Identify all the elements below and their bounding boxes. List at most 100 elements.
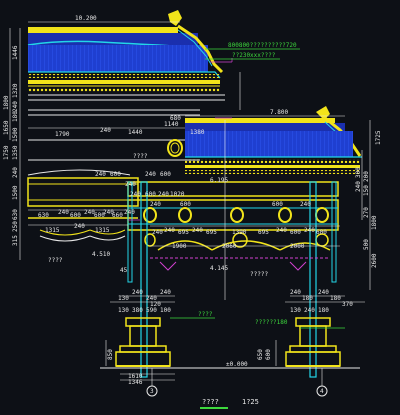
base-note-left: ????: [198, 311, 213, 318]
row-e-1: 240: [164, 227, 175, 234]
frieze-roundels: [143, 207, 329, 223]
dim-600: 600: [265, 349, 272, 360]
upper-roof-tiles: [28, 45, 208, 72]
left-dim-2: 240: [12, 101, 19, 112]
row-e-8: 600: [290, 229, 301, 236]
left-dim-5: 1350: [12, 145, 19, 160]
left-dim-9: 1650: [3, 120, 10, 135]
left-dim-0: 1446: [12, 45, 19, 60]
row-e-2: 695: [178, 229, 189, 236]
dim-650: 650: [257, 349, 264, 360]
dim-1346: 1346: [128, 379, 143, 386]
dim-top-span: 10.200: [75, 15, 97, 22]
row-e-3: 240: [192, 227, 203, 234]
row-c-1: 600: [180, 201, 191, 208]
dimension-lines: [9, 21, 371, 386]
left-frieze: [27, 177, 139, 207]
dim-850: 850: [107, 349, 114, 360]
lower-roof-tiles: [185, 131, 353, 157]
left-dim-4: 1500: [12, 127, 19, 142]
row-a2-2: 240: [158, 191, 169, 198]
right-dim-1: 300: [355, 167, 362, 178]
label-q-center: ?????: [250, 271, 268, 278]
row-f-1: 2060: [222, 243, 237, 250]
drawing-title: ????: [202, 398, 219, 406]
dim-right-span: 7.800: [270, 109, 288, 116]
lower-roof: [185, 106, 362, 174]
right-dim-4: 150: [363, 185, 370, 196]
row-c-2: 600: [272, 201, 283, 208]
left-beams: [27, 109, 200, 242]
axis-label-4: 4: [320, 388, 324, 395]
base-left-dim-0: 130: [118, 295, 129, 302]
base-right: [285, 317, 341, 367]
axis-bubble-3: [146, 385, 158, 397]
column-3: [140, 181, 148, 378]
ridge-ornament-right: [316, 106, 330, 120]
right-dim-3: 200: [363, 171, 370, 182]
left-dim-13: 315: [12, 235, 19, 246]
base-right-dim-6: 240: [304, 307, 315, 314]
row-b-6: 660: [112, 212, 123, 219]
upper-ridge: [28, 27, 178, 33]
upper-eave-beam: [28, 80, 220, 84]
base-left-dim-8: 100: [160, 307, 171, 314]
base-left-dim-4: 120: [150, 301, 161, 308]
left-dim-3: 180: [12, 111, 19, 122]
right-dim-2: 240: [355, 181, 362, 192]
row-f-0: 1900: [172, 243, 187, 250]
left-dim-11: 250: [12, 221, 19, 232]
base-right-dim-4: 370: [342, 301, 353, 308]
ridge-note-1: 800800??????????720: [228, 42, 297, 49]
row-a-1: 600: [110, 171, 121, 178]
row-e-10: 600: [316, 229, 327, 236]
right-dim-5: 1800: [371, 215, 378, 230]
base-left-dim-2: 240: [146, 295, 157, 302]
base-left-dim-3: 240: [160, 289, 171, 296]
row-e-0: 240: [152, 229, 163, 236]
row-d-1: 240: [74, 223, 85, 230]
base-left-dim-5: 130: [118, 307, 129, 314]
base-left-dim-6: 380: [132, 307, 143, 314]
label-4510: 4.510: [92, 251, 110, 258]
base-right-dim-5: 130: [290, 307, 301, 314]
upper-roof: [27, 10, 225, 101]
row-a2-0: 240: [130, 191, 141, 198]
column-4: [309, 181, 317, 378]
row-a-0: 240: [95, 171, 106, 178]
base-right-dim-0: 240: [290, 289, 301, 296]
q-mid: ????: [133, 153, 148, 160]
base-right-dim-3: 180: [330, 295, 341, 302]
dim-1380: 1380: [190, 129, 205, 136]
row-b-3: 240: [84, 209, 95, 216]
right-dim-7: 270: [363, 207, 370, 218]
row-e-4: 695: [206, 229, 217, 236]
arch-left: [157, 240, 213, 251]
row-b-5: 240: [103, 209, 114, 216]
label-q-left: ????: [48, 257, 63, 264]
base-note-right: ??????180: [255, 319, 288, 326]
row-a-3: 240: [145, 171, 156, 178]
row-b-2: 600: [70, 212, 81, 219]
row-e-5: 1390: [232, 229, 247, 236]
left-dim-6: 240: [12, 167, 19, 178]
row-b-0: 630: [38, 212, 49, 219]
row-a2-3: 1020: [170, 191, 185, 198]
label-45: 45: [120, 267, 128, 274]
ridge-ornament-left: [168, 10, 182, 26]
dim-6195: 6.195: [210, 177, 228, 184]
left-dim-1: 1320: [12, 83, 19, 98]
row-c-0: 240: [150, 201, 161, 208]
base-left: [115, 317, 171, 367]
row-d-0: 1315: [45, 227, 60, 234]
base-left-dim-1: 240: [132, 289, 143, 296]
row-b-7: 240: [124, 209, 135, 216]
axis-label-3: 3: [150, 388, 154, 395]
gate-body: [127, 181, 339, 378]
right-dim-0: 1725: [375, 130, 382, 145]
left-dim-10: 1750: [3, 145, 10, 160]
row-e-6: 695: [258, 229, 269, 236]
dim-1610: 1610: [128, 373, 143, 380]
